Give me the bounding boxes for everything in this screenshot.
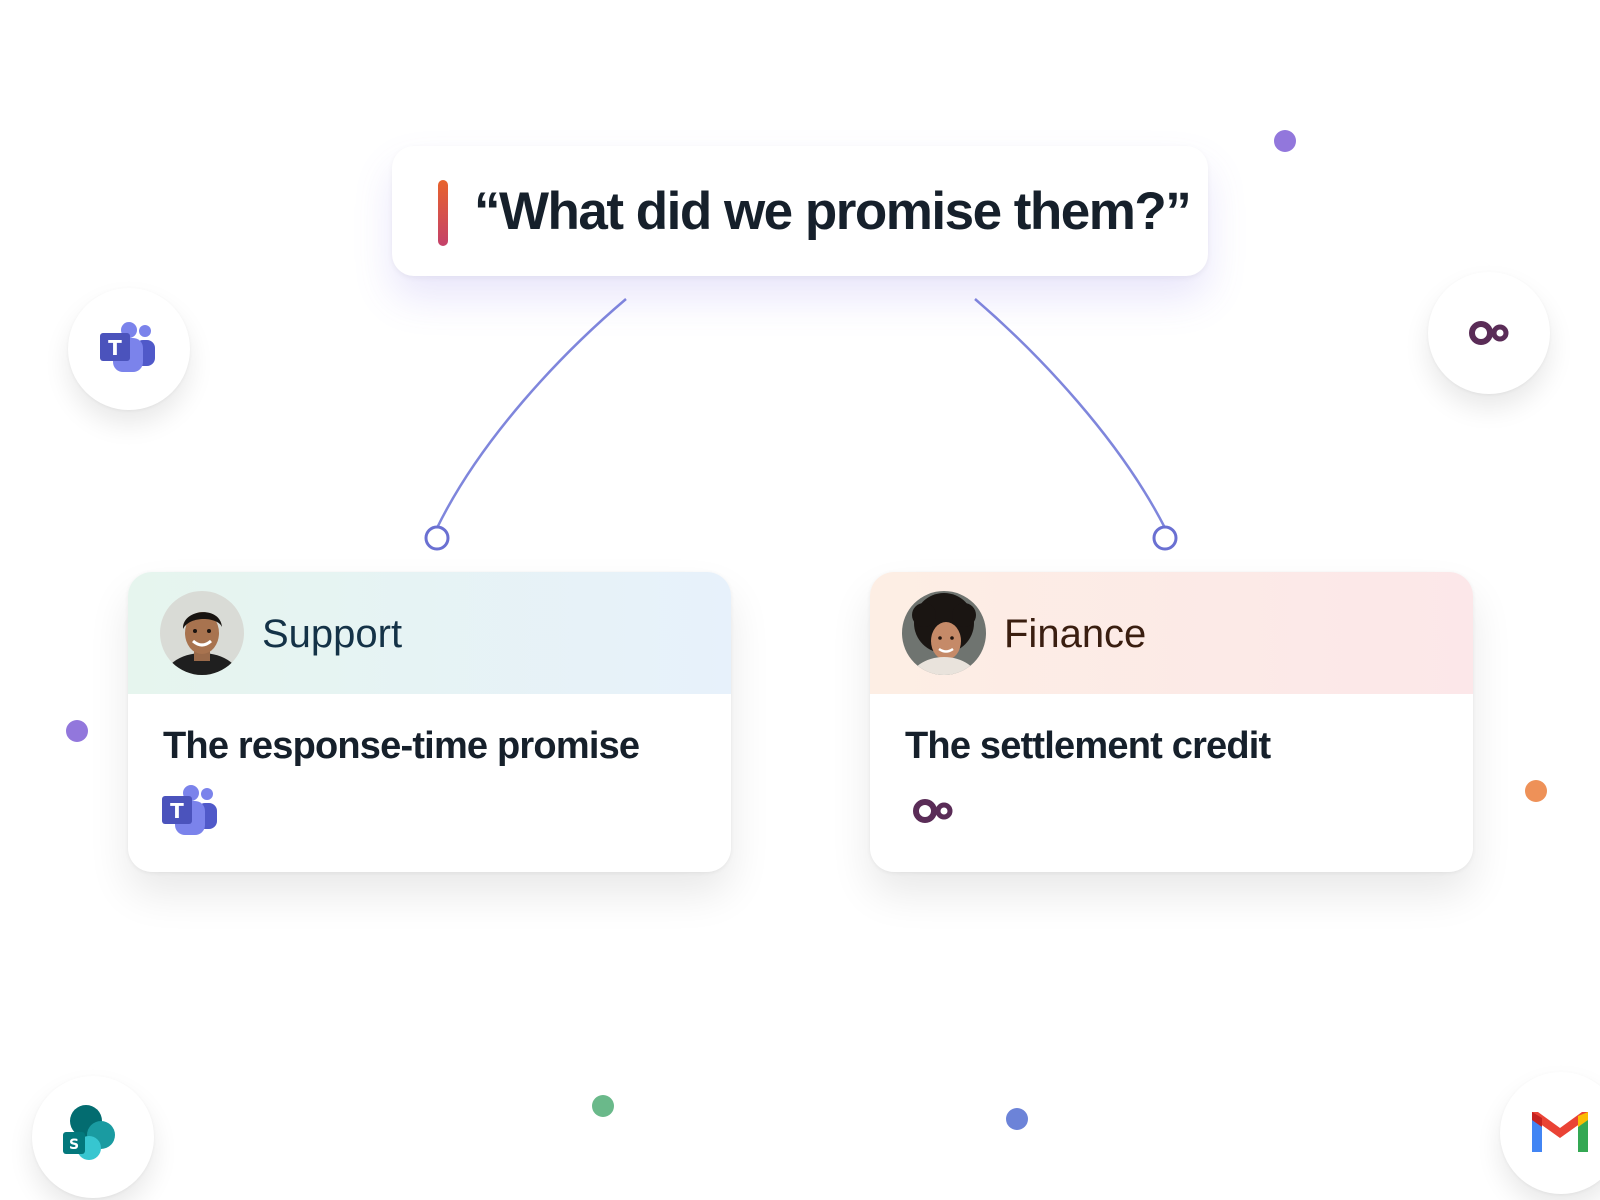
query-text: “What did we promise them?”	[474, 182, 1192, 241]
decor-dot-purple-left	[66, 720, 88, 742]
avatar-finance	[902, 591, 986, 675]
finance-card[interactable]: Finance The settlement credit	[870, 572, 1473, 872]
teams-icon: T	[161, 784, 219, 843]
team-name-support: Support	[262, 612, 403, 656]
query-card: “What did we promise them?”	[392, 146, 1208, 276]
svg-text:T: T	[108, 336, 122, 360]
infinity-app-circle[interactable]	[1428, 272, 1550, 394]
decor-dot-blue	[1006, 1108, 1028, 1130]
decor-dot-green	[592, 1095, 614, 1117]
query-accent-bar	[438, 180, 448, 246]
teams-app-circle[interactable]: T	[68, 288, 190, 410]
gmail-app-circle[interactable]	[1500, 1072, 1600, 1194]
svg-text:T: T	[170, 799, 184, 823]
connector-left	[435, 298, 627, 529]
card-title-finance: The settlement credit	[905, 725, 1271, 767]
support-card[interactable]: Support The response-time promise T	[128, 572, 731, 872]
sharepoint-app-circle[interactable]: S	[32, 1076, 154, 1198]
teams-icon: T	[100, 322, 155, 372]
infinity-loop-icon	[912, 798, 956, 829]
infinity-loop-icon	[1469, 321, 1509, 345]
team-name-finance: Finance	[1004, 612, 1147, 656]
avatar-support	[160, 591, 244, 675]
decor-dot-purple-top	[1274, 130, 1296, 152]
finance-card-header: Finance	[870, 572, 1473, 694]
sharepoint-icon: S	[63, 1105, 115, 1160]
card-title-support: The response-time promise	[163, 725, 640, 767]
connector-right	[974, 298, 1167, 529]
connector-node-right	[1152, 525, 1178, 551]
connector-node-left	[424, 525, 450, 551]
support-card-header: Support	[128, 572, 731, 694]
gmail-icon	[1532, 1112, 1588, 1152]
decor-dot-orange	[1525, 780, 1547, 802]
svg-text:S: S	[69, 1137, 79, 1153]
